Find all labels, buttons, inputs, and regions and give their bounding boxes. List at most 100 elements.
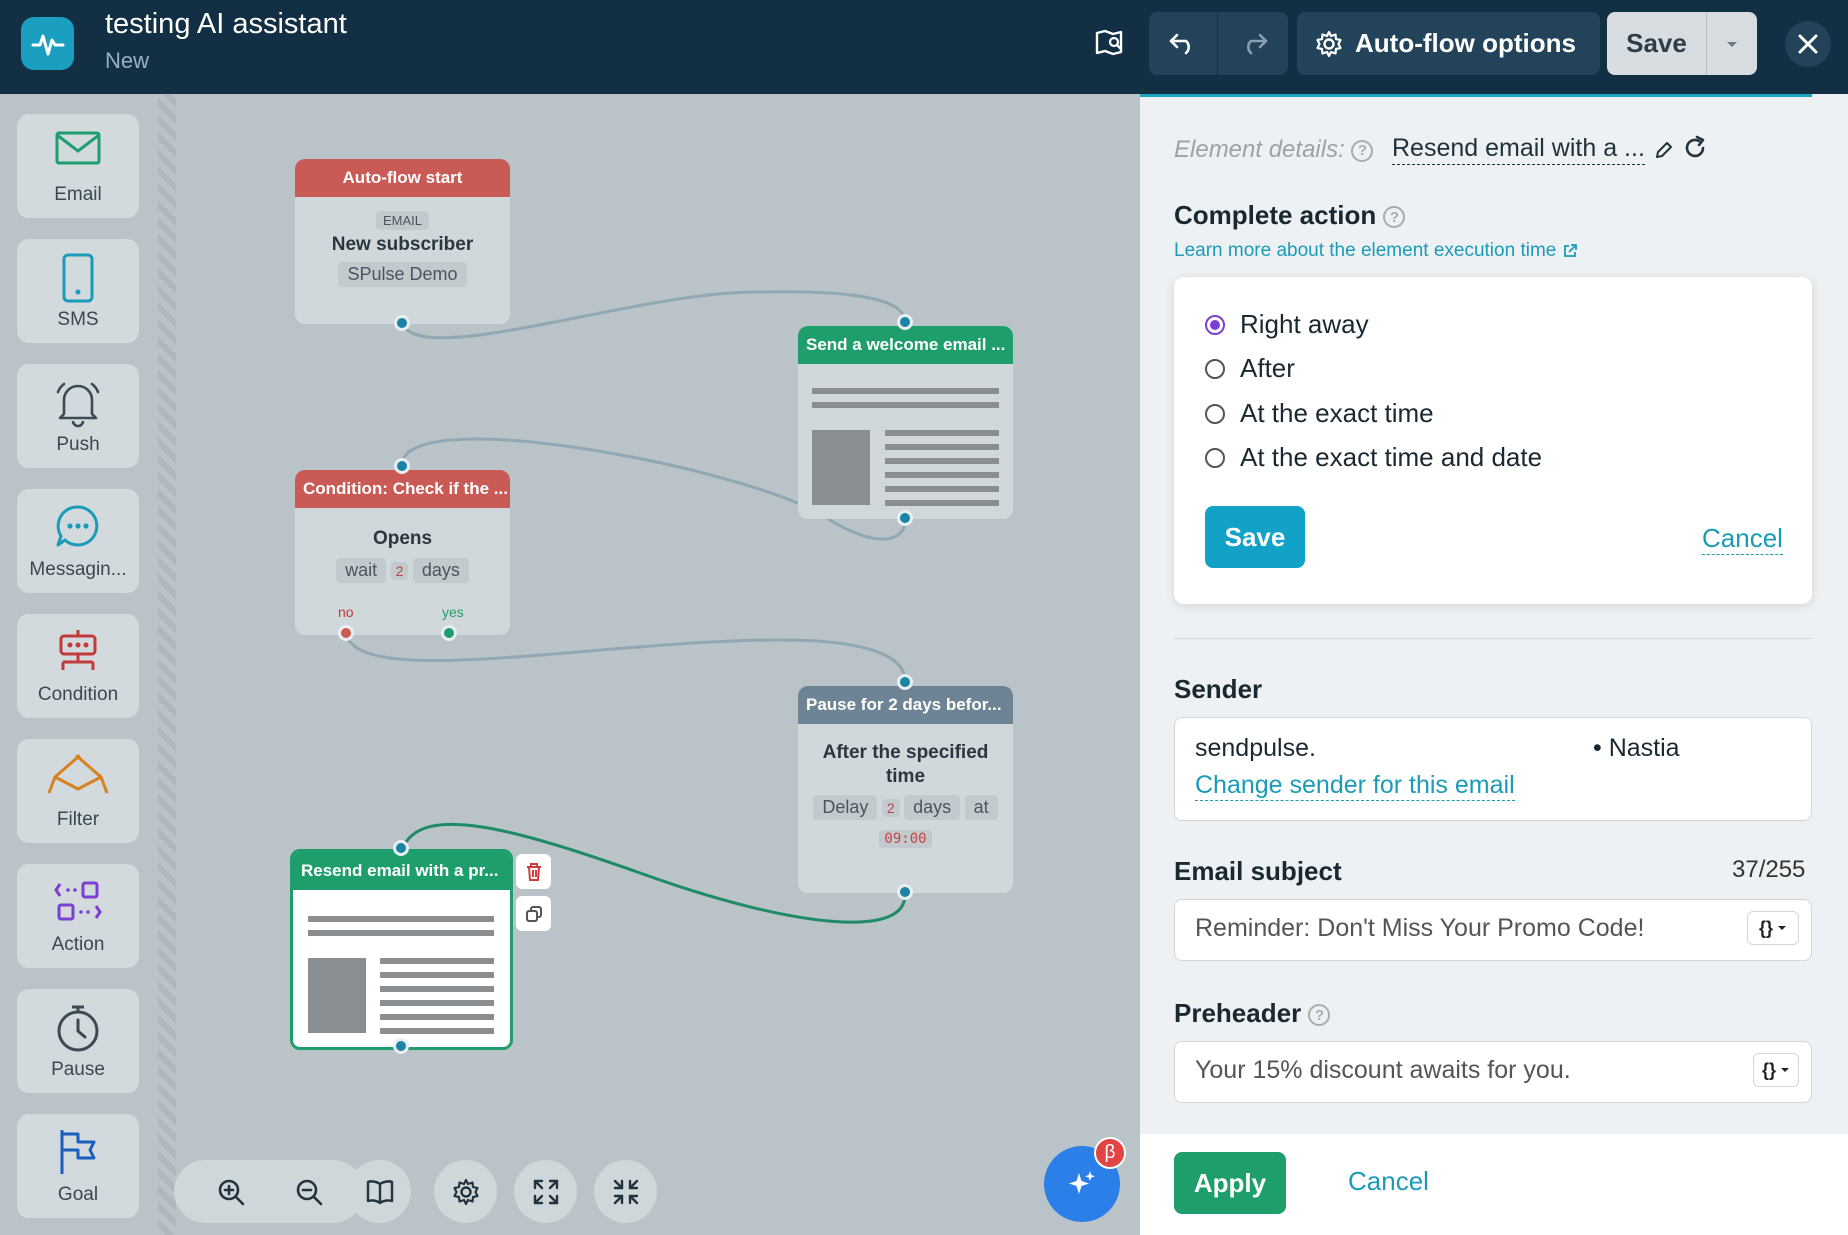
trash-icon[interactable] (516, 854, 551, 889)
sidebar-item-filter[interactable]: Filter (17, 739, 139, 843)
complete-action-cancel-link[interactable]: Cancel (1702, 523, 1783, 555)
chevron-down-icon[interactable] (1707, 12, 1757, 75)
sidebar-item-condition[interactable]: Condition (17, 614, 139, 718)
sidebar-item-pause[interactable]: Pause (17, 989, 139, 1093)
radio-button[interactable] (1205, 314, 1225, 335)
email-subject-input[interactable]: Reminder: Don't Miss Your Promo Code! {} (1174, 899, 1812, 961)
node-output-port-yes[interactable] (441, 625, 457, 641)
sidebar-item-goal[interactable]: Goal (17, 1114, 139, 1218)
app-logo-icon[interactable] (21, 17, 74, 70)
wait-unit-chip: days (412, 558, 469, 583)
guide-button[interactable] (348, 1160, 411, 1223)
node-input-port[interactable] (394, 458, 410, 474)
radio-button[interactable] (1205, 403, 1225, 424)
sender-name: • Nastia (1593, 734, 1680, 762)
save-button[interactable]: Save (1607, 12, 1707, 75)
change-sender-link[interactable]: Change sender for this email (1195, 771, 1515, 801)
node-resend-email[interactable]: Resend email with a pr... (290, 840, 513, 1054)
node-input-port[interactable] (897, 674, 913, 690)
help-icon[interactable]: ? (1351, 139, 1374, 162)
cancel-button[interactable]: Cancel (1348, 1166, 1429, 1196)
node-output-port[interactable] (394, 315, 410, 331)
node-output-port[interactable] (897, 510, 913, 526)
delay-at-chip: at (964, 795, 998, 820)
undo-redo-group (1149, 12, 1288, 75)
element-details-label: Element details: ? (1174, 136, 1374, 164)
radio-label: Right away (1240, 309, 1369, 339)
apply-button[interactable]: Apply (1174, 1152, 1286, 1214)
sidebar-item-push[interactable]: Push (17, 364, 139, 468)
preheader-title: Preheader ? (1174, 998, 1331, 1029)
branch-no-label: no (338, 604, 354, 620)
node-list-chip: SPulse Demo (338, 262, 467, 287)
map-book-icon[interactable] (1085, 20, 1135, 66)
zoom-out-icon[interactable] (271, 1160, 346, 1223)
help-icon[interactable]: ? (1308, 1004, 1331, 1027)
node-title: Opens (372, 528, 433, 549)
sidebar-item-sms[interactable]: SMS (17, 239, 139, 343)
element-details-name[interactable]: Resend email with a ... (1392, 134, 1645, 165)
radio-right-away[interactable]: Right away (1205, 309, 1369, 340)
email-subject-title: Email subject (1174, 856, 1342, 886)
subject-counter: 37/255 (1732, 856, 1806, 883)
node-auto-flow-start[interactable]: Auto-flow start EMAIL New subscriber SPu… (295, 159, 510, 331)
node-send-welcome-email[interactable]: Send a welcome email ... (798, 314, 1013, 526)
fit-view-button[interactable] (514, 1160, 577, 1223)
learn-more-link[interactable]: Learn more about the element execution t… (1174, 240, 1578, 262)
node-output-port-no[interactable] (338, 625, 354, 641)
node-input-port[interactable] (393, 840, 409, 856)
element-settings-panel: Element details: ? Resend email with a .… (1140, 94, 1848, 1235)
node-output-port[interactable] (897, 884, 913, 900)
stopwatch-icon (17, 1003, 139, 1053)
sidebar-item-email[interactable]: Email (17, 114, 139, 218)
gear-icon (428, 1160, 503, 1223)
undo-icon[interactable] (1149, 12, 1218, 75)
beta-badge: β (1094, 1137, 1126, 1169)
phone-icon (17, 253, 139, 303)
auto-flow-options-label: Auto-flow options (1355, 28, 1576, 58)
delay-time: 09:00 (879, 830, 932, 848)
flow-title[interactable]: testing AI assistant (105, 8, 347, 40)
preheader-input[interactable]: Your 15% discount awaits for you. {} (1174, 1041, 1812, 1103)
node-pause[interactable]: Pause for 2 days befor... After the spec… (798, 674, 1013, 900)
radio-label: At the exact time (1240, 398, 1434, 428)
delay-unit-chip: days (904, 795, 961, 820)
radio-after[interactable]: After (1205, 353, 1295, 384)
sidebar-item-messaging[interactable]: Messagin... (17, 489, 139, 593)
sidebar-item-label: Messagin... (29, 559, 127, 580)
insert-variable-button[interactable]: {} (1747, 911, 1799, 945)
node-input-port[interactable] (897, 314, 913, 330)
auto-flow-options-button[interactable]: Auto-flow options (1297, 12, 1600, 75)
collapse-icon (588, 1160, 663, 1223)
refresh-icon[interactable] (1682, 135, 1708, 161)
expand-icon (508, 1160, 583, 1223)
collapse-view-button[interactable] (594, 1160, 657, 1223)
radio-exact-time[interactable]: At the exact time (1205, 398, 1434, 429)
sidebar-item-label: Goal (57, 1184, 99, 1205)
external-link-icon (1562, 243, 1578, 259)
help-icon[interactable]: ? (1383, 206, 1406, 229)
insert-variable-button[interactable]: {} (1753, 1053, 1799, 1087)
duplicate-icon[interactable] (516, 896, 551, 931)
radio-button[interactable] (1205, 447, 1225, 468)
element-sidebar: Email SMS Push Messagin... Condition Fil… (0, 94, 158, 1235)
email-preview-lines (380, 958, 494, 1038)
connector-welcome-condition (400, 437, 907, 541)
complete-action-save-button[interactable]: Save (1205, 506, 1305, 568)
pencil-icon[interactable] (1654, 140, 1674, 160)
redo-icon[interactable] (1219, 12, 1288, 75)
zoom-in-icon[interactable] (193, 1160, 268, 1223)
node-title-line2: time (885, 766, 926, 787)
subject-value: Reminder: Don't Miss Your Promo Code! (1195, 914, 1645, 942)
radio-exact-time-date[interactable]: At the exact time and date (1205, 442, 1542, 473)
node-header: Pause for 2 days befor... (798, 686, 1013, 724)
node-output-port[interactable] (393, 1038, 409, 1054)
sidebar-item-action[interactable]: Action (17, 864, 139, 968)
radio-button[interactable] (1205, 358, 1225, 379)
sidebar-item-label: Filter (56, 809, 100, 830)
flow-connectors (344, 290, 907, 924)
close-icon[interactable] (1785, 21, 1831, 67)
canvas-settings-button[interactable] (434, 1160, 497, 1223)
node-condition[interactable]: Condition: Check if the ... Opens wait 2… (295, 458, 510, 641)
delay-number: 2 (881, 799, 900, 817)
